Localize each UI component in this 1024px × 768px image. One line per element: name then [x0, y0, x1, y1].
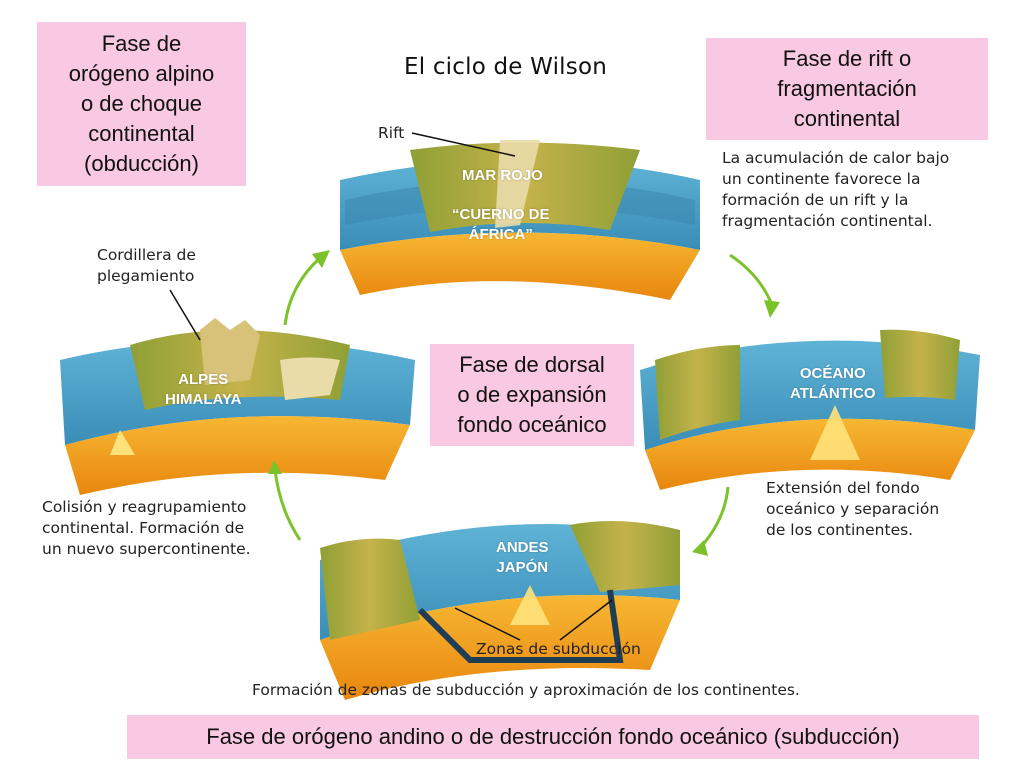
caption-line: oceánico y separación	[766, 500, 940, 518]
diagram-title: El ciclo de Wilson	[404, 54, 607, 80]
subduction-block	[320, 521, 680, 700]
caption-line: continental. Formación de	[42, 519, 245, 537]
alpine-line: orógeno alpino	[68, 61, 215, 86]
block-line: ALPES	[178, 371, 229, 388]
collision-block	[60, 289, 415, 495]
caption-line: plegamiento	[97, 267, 195, 285]
alpine-line: continental	[88, 121, 195, 146]
arrow-heads	[268, 250, 780, 556]
caption-line: un nuevo supercontinente.	[42, 540, 251, 558]
rift-line: Fase de rift o	[782, 46, 912, 71]
alpine-line: (obducción)	[84, 151, 199, 176]
caption-line: Cordillera de	[97, 246, 196, 264]
dorsal-line: Fase de dorsal	[459, 352, 605, 377]
dorsal-line: fondo oceánico	[457, 412, 607, 437]
dorsal-caption: Extensión del fondo oceánico y separació…	[766, 478, 939, 541]
caption-line: Colisión y reagrupamiento	[42, 498, 247, 516]
andes-japon-label: ANDES JAPÓN	[496, 538, 549, 578]
cordillera-label: Cordillera de plegamiento	[97, 245, 196, 287]
dorsal-line: o de expansión	[457, 382, 607, 407]
oceano-atlantico-label: OCÉANO ATLÁNTICO	[790, 364, 876, 404]
block-line: “CUERNO DE	[452, 206, 550, 223]
caption-line: fragmentación continental.	[722, 212, 933, 230]
block-line: JAPÓN	[496, 559, 549, 576]
block-line: ANDES	[496, 539, 549, 556]
caption-line: formación de un rift y la	[722, 191, 909, 209]
mar-rojo-label: MAR ROJO	[462, 167, 543, 184]
andean-text: Fase de orógeno andino o de destrucción …	[206, 724, 900, 749]
andean-phase-box: Fase de orógeno andino o de destrucción …	[127, 715, 979, 759]
subduction-zones-label: Zonas de subducción	[476, 640, 641, 658]
rift-caption: La acumulación de calor bajo un continen…	[722, 148, 949, 232]
rift-line: continental	[793, 106, 901, 131]
alpine-phase-box: Fase de orógeno alpino o de choque conti…	[37, 22, 246, 186]
alpes-himalaya-label: ALPES HIMALAYA	[165, 370, 241, 410]
ocean-block	[640, 329, 980, 490]
rift-phase-box: Fase de rift o fragmentación continental	[706, 38, 988, 140]
alpine-line: Fase de	[101, 31, 182, 56]
rift-line: fragmentación	[777, 76, 917, 101]
caption-line: un continente favorece la	[722, 170, 921, 188]
cuerno-africa-label: “CUERNO DE ÁFRICA”	[452, 205, 550, 245]
block-line: HIMALAYA	[165, 391, 242, 408]
rift-block	[340, 132, 700, 300]
alpine-line: o de choque	[80, 91, 203, 116]
dorsal-phase-box: Fase de dorsal o de expansión fondo oceá…	[430, 344, 634, 446]
collision-caption: Colisión y reagrupamiento continental. F…	[42, 497, 251, 560]
block-line: ATLÁNTICO	[790, 385, 876, 402]
caption-line: Extensión del fondo	[766, 479, 920, 497]
rift-label: Rift	[378, 124, 405, 142]
block-line: OCÉANO	[799, 365, 866, 382]
caption-line: Formación de zonas de subducción y aprox…	[252, 681, 800, 699]
caption-line: La acumulación de calor bajo	[722, 149, 950, 167]
caption-line: de los continentes.	[766, 521, 914, 539]
subduction-caption: Formación de zonas de subducción y aprox…	[252, 680, 800, 701]
block-line: ÁFRICA”	[468, 226, 533, 243]
